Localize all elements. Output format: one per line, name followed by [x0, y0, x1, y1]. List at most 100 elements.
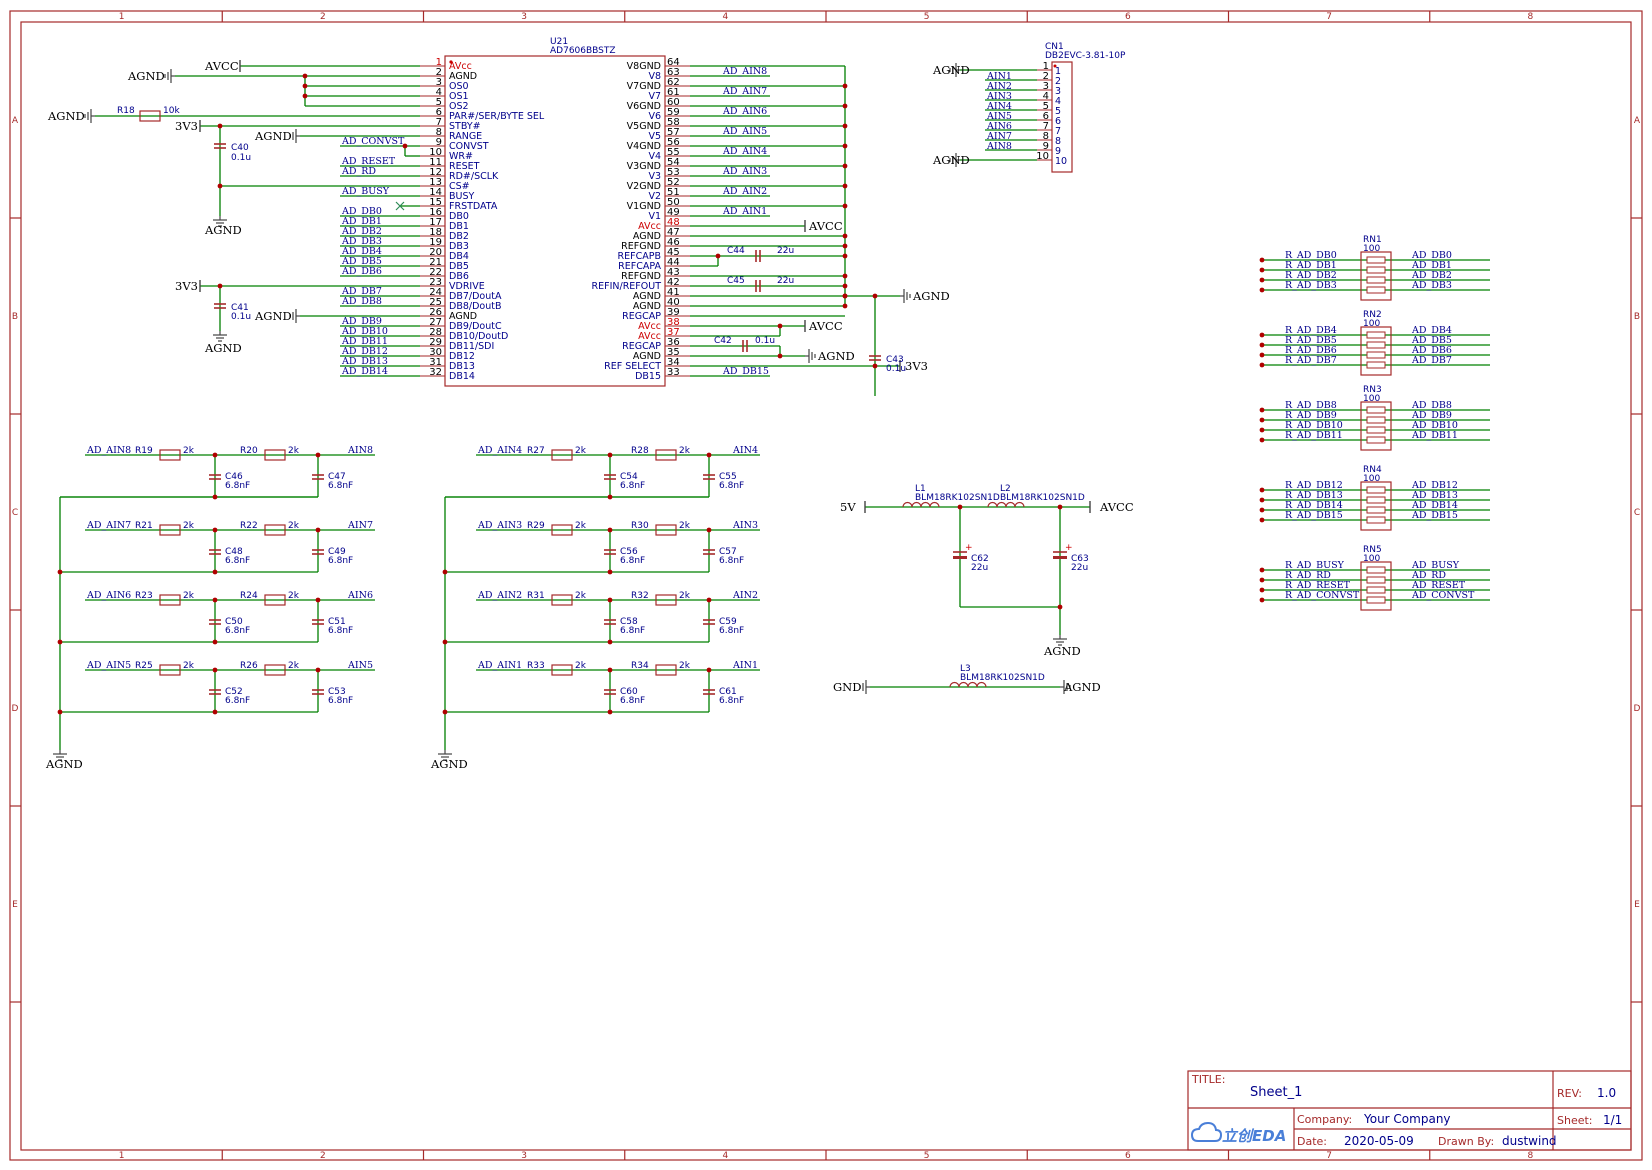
pin1-marker	[1053, 64, 1057, 68]
junction-dot	[1057, 604, 1063, 610]
junction-dot	[212, 569, 218, 575]
u21-pin-name: V5	[648, 131, 661, 142]
filter-r1-ref: R21	[135, 521, 153, 531]
u21-pin-num: 20	[429, 247, 442, 258]
junction-dot	[607, 569, 613, 575]
cn1-pin-name: 4	[1055, 96, 1061, 107]
l1-ref: L1	[915, 484, 926, 494]
filter-c1-ref: C54	[620, 472, 638, 482]
junction-dot	[1259, 362, 1265, 368]
rn-right-net: AD_CONVST	[1411, 590, 1475, 601]
ground-symbol	[213, 331, 227, 342]
c45-value: 22u	[777, 276, 794, 286]
title-block: TITLE: Sheet_1 REV: 1.0 Company: Your Co…	[1187, 1070, 1632, 1151]
rn-ref: RN1	[1363, 235, 1382, 245]
cn1-net: AIN1	[986, 71, 1012, 82]
c42-ref: C42	[714, 336, 732, 346]
junction-dot	[842, 303, 848, 309]
rn-element	[1366, 586, 1386, 594]
u21-pin-name: OS1	[449, 91, 469, 102]
sheet-caption: Sheet:	[1557, 1114, 1593, 1127]
junction-dot	[302, 83, 308, 89]
junction-dot	[715, 253, 721, 259]
u21-pin-name: DB3	[449, 241, 469, 252]
u21-pin-name: DB0	[449, 211, 469, 222]
junction-dot	[57, 639, 63, 645]
agnd-label: AGND	[1043, 644, 1081, 658]
rn-value: 100	[1363, 394, 1380, 404]
row-label: E	[1634, 900, 1640, 910]
column-label: 5	[924, 12, 930, 22]
avcc-label: AVCC	[1099, 500, 1134, 514]
u21-pin-num: 42	[667, 277, 680, 288]
c62	[953, 556, 967, 559]
filter-c1-ref: C50	[225, 617, 243, 627]
junction-dot	[1259, 497, 1265, 503]
rn-left-net: R_AD_RESET	[1285, 580, 1351, 591]
no-connect-mark	[395, 201, 405, 211]
junction-dot	[212, 709, 218, 715]
rn-right-net: AD_DB3	[1411, 280, 1452, 291]
cn1-pin-name: 7	[1055, 126, 1061, 137]
column-label: 3	[521, 12, 527, 22]
junction-dot	[607, 639, 613, 645]
junction-dot	[706, 667, 712, 673]
u21-pin-name: V2	[648, 191, 661, 202]
u21-pin-num: 5	[436, 97, 442, 108]
outer-frame	[9, 10, 1643, 1161]
l2	[987, 501, 1025, 508]
rn-left-net: R_AD_RD	[1285, 570, 1331, 581]
u21-pin-num: 19	[429, 237, 442, 248]
net-label-left: AD_DB2	[341, 226, 382, 237]
filter-c1-value: 6.8nF	[225, 481, 250, 491]
rn-left-net: R_AD_DB8	[1285, 400, 1337, 411]
cn1-net: AIN5	[986, 111, 1012, 122]
rn-right-net: AD_DB10	[1411, 420, 1458, 431]
u21-pin-num: 49	[667, 207, 680, 218]
column-label: 7	[1326, 1151, 1332, 1161]
u21-pin-num: 58	[667, 117, 680, 128]
rn-left-net: R_AD_DB7	[1285, 355, 1337, 366]
l3-value: BLM18RK102SN1D	[960, 673, 1045, 683]
column-label: 4	[723, 1151, 729, 1161]
agnd-label: AGND	[204, 341, 242, 355]
cn1-pin-num: 1	[1043, 61, 1049, 72]
rn-value: 100	[1363, 554, 1380, 564]
filter-r2	[264, 449, 286, 461]
ground-symbol	[900, 289, 911, 303]
rn-right-net: AD_BUSY	[1411, 560, 1460, 571]
u21-pin-name: OS2	[449, 101, 469, 112]
rn-body	[1360, 326, 1392, 376]
c44-value: 22u	[777, 246, 794, 256]
junction-dot	[217, 183, 223, 189]
u21-ref: U21	[550, 37, 568, 47]
filter-r1-ref: R27	[527, 446, 545, 456]
filter-c2-value: 6.8nF	[328, 696, 353, 706]
cn1-net: AIN4	[986, 101, 1012, 112]
filter-c1-ref: C46	[225, 472, 243, 482]
filter-r2	[655, 664, 677, 676]
u21-pin-name: AGND	[633, 301, 661, 312]
u21-pin-num: 61	[667, 87, 680, 98]
u21-pin-num: 54	[667, 157, 680, 168]
junction-dot	[1057, 504, 1063, 510]
rn-right-net: AD_RD	[1411, 570, 1446, 581]
filter-r2-ref: R34	[631, 661, 649, 671]
agnd-label: AGND	[127, 69, 165, 83]
agnd-label: AGND	[254, 309, 292, 323]
eda-logo: 立创EDA	[1190, 1121, 1286, 1145]
cn1-pin-name: 6	[1055, 116, 1061, 127]
junction-dot	[842, 293, 848, 299]
junction-dot	[607, 597, 613, 603]
junction-dot	[1259, 597, 1265, 603]
junction-dot	[315, 597, 321, 603]
u21-pin-num: 29	[429, 337, 442, 348]
rn-element	[1366, 566, 1386, 574]
filter-r1	[159, 524, 181, 536]
rn-element	[1366, 341, 1386, 349]
rn-left-net: R_AD_DB1	[1285, 260, 1337, 271]
junction-dot	[842, 203, 848, 209]
filter-r1-value: 2k	[183, 661, 195, 671]
net-label-right: AD_AIN4	[722, 146, 767, 157]
filter-c2-ref: C57	[719, 547, 737, 557]
